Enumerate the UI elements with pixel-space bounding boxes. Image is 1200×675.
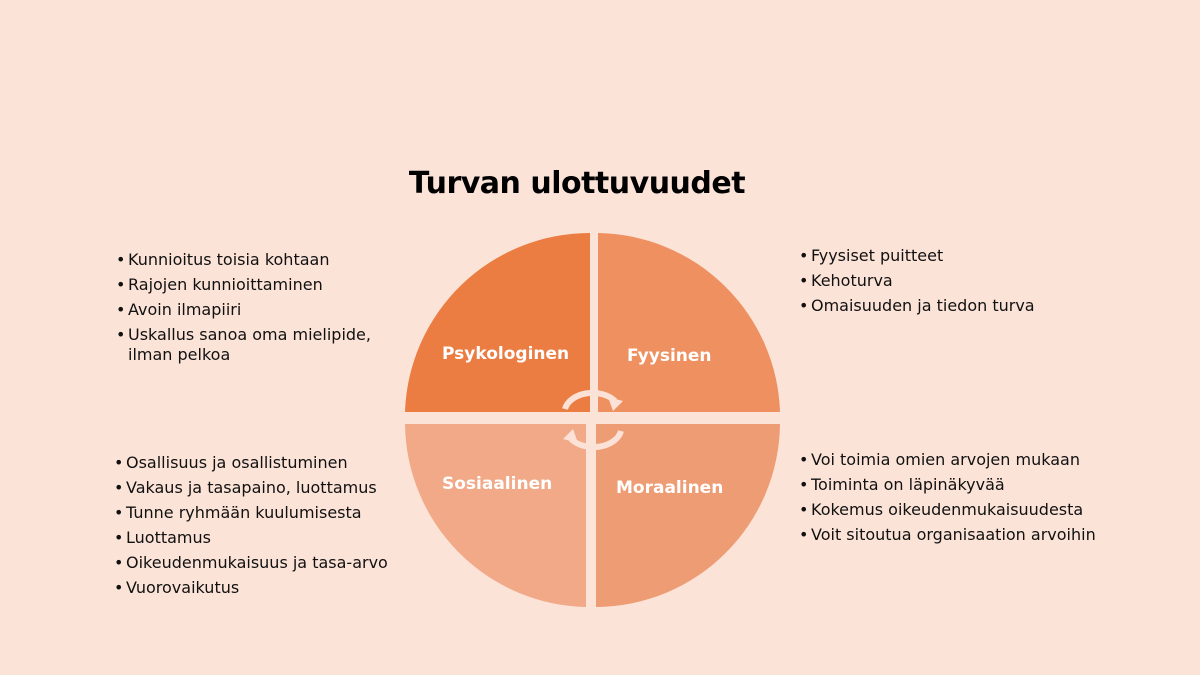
quadrant-bottom-left: [405, 424, 586, 607]
moral-list: Voi toimia omien arvojen mukaan Toiminta…: [799, 450, 1129, 550]
quadrant-circle: [405, 232, 780, 607]
social-list: Osallisuus ja osallistuminen Vakaus ja t…: [114, 453, 414, 603]
list-item: Toiminta on läpinäkyvää: [799, 475, 1129, 495]
quadrant-top-right: [598, 233, 780, 412]
list-item: Kunnioitus toisia kohtaan: [116, 250, 376, 270]
list-item: Oikeudenmukaisuus ja tasa-arvo: [114, 553, 414, 573]
quadrant-label-fyysinen: Fyysinen: [627, 346, 712, 366]
list-item: Osallisuus ja osallistuminen: [114, 453, 414, 473]
list-item: Kehoturva: [799, 271, 1099, 291]
psychological-list: Kunnioitus toisia kohtaan Rajojen kunnio…: [116, 250, 376, 370]
diagram-title: Turvan ulottuvuudet: [408, 166, 746, 201]
cycle-arrows-icon: [562, 389, 624, 451]
quadrant-label-psykologinen: Psykologinen: [442, 344, 570, 364]
list-item: Tunne ryhmään kuulumisesta: [114, 503, 414, 523]
list-item: Avoin ilmapiiri: [116, 300, 376, 320]
list-item: Fyysiset puitteet: [799, 246, 1099, 266]
list-item: Vakaus ja tasapaino, luottamus: [114, 478, 414, 498]
list-item: Luottamus: [114, 528, 414, 548]
list-item: Omaisuuden ja tiedon turva: [799, 296, 1099, 316]
quadrant-label-moraalinen: Moraalinen: [616, 478, 724, 498]
quadrant-label-sosiaalinen: Sosiaalinen: [442, 474, 553, 494]
quadrant-bottom-right: [596, 424, 780, 607]
list-item: Kokemus oikeudenmukaisuudesta: [799, 500, 1129, 520]
quadrant-top-left: [405, 232, 590, 412]
list-item: Voi toimia omien arvojen mukaan: [799, 450, 1129, 470]
list-item: Uskallus sanoa oma mielipide, ilman pelk…: [116, 325, 376, 365]
list-item: Vuorovaikutus: [114, 578, 414, 598]
cycle-arrowheads: [563, 397, 623, 443]
cycle-diagram: Psykologinen Fyysinen Sosiaalinen Moraal…: [395, 224, 795, 616]
physical-list: Fyysiset puitteet Kehoturva Omaisuuden j…: [799, 246, 1099, 321]
list-item: Rajojen kunnioittaminen: [116, 275, 376, 295]
list-item: Voit sitoutua organisaation arvoihin: [799, 525, 1129, 545]
